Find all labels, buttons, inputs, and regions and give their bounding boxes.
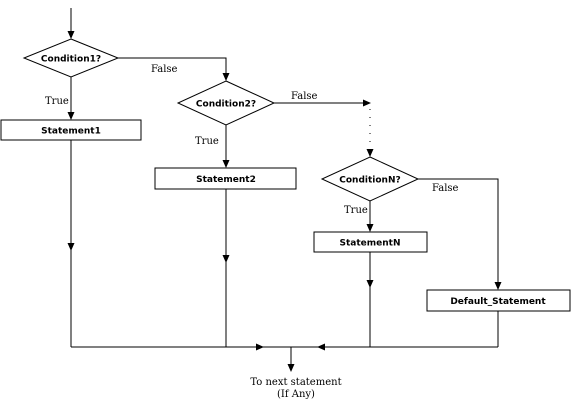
c1-false-label: False bbox=[151, 64, 178, 75]
c2-false-label: False bbox=[291, 91, 318, 102]
cn-true-label: True bbox=[344, 205, 368, 216]
default-statement-label: Default_Statement bbox=[450, 297, 546, 307]
next-statement-label: To next statement bbox=[250, 377, 341, 388]
statement2-label: Statement2 bbox=[196, 175, 256, 185]
statement1-label: Statement1 bbox=[41, 127, 101, 137]
if-any-label: (If Any) bbox=[277, 389, 315, 400]
c1-false-arrow bbox=[118, 57, 230, 81]
c2-true-label: True bbox=[195, 136, 219, 147]
c1-true-label: True bbox=[45, 96, 69, 107]
condition2-label: Condition2? bbox=[196, 100, 256, 110]
cn-false-label: False bbox=[432, 183, 459, 194]
condition1-label: Condition1? bbox=[41, 55, 101, 65]
cn-false-arrow bbox=[418, 178, 502, 290]
statementN-label: StatementN bbox=[340, 239, 401, 249]
conditionN-label: ConditionN? bbox=[339, 176, 400, 186]
